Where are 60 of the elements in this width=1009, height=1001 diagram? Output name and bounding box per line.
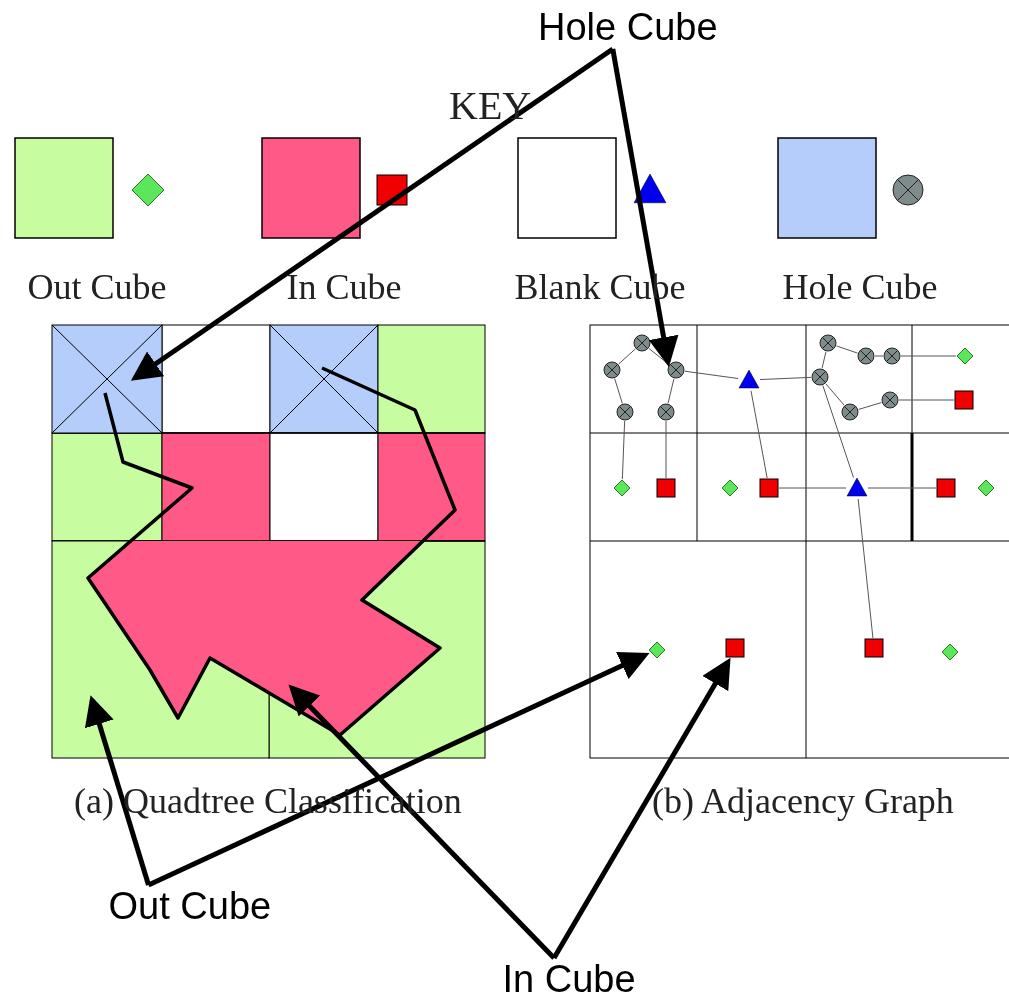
key-heading: KEY [449, 82, 532, 129]
in-node [656, 478, 676, 498]
graph-link [867, 487, 937, 489]
hole-node [857, 347, 875, 365]
out-node [613, 479, 631, 497]
hole-node [633, 334, 651, 352]
graph-link [750, 390, 768, 479]
legend-label: In Cube [286, 266, 402, 308]
hole-node [603, 361, 621, 379]
legend-label: Hole Cube [782, 266, 938, 308]
out-node [941, 643, 959, 661]
arrow [84, 695, 151, 886]
blank-node [846, 477, 868, 497]
callout-label: Hole Cube [538, 6, 718, 49]
hole-node [841, 403, 859, 421]
out-node [721, 479, 739, 497]
in-node [936, 478, 956, 498]
graph-link [667, 378, 675, 404]
out-node [956, 347, 974, 365]
graph-link [822, 385, 854, 479]
graph-link [618, 348, 636, 365]
hole-node [616, 403, 634, 421]
hole-node [811, 368, 829, 386]
graph-link [621, 420, 626, 480]
graph-link [614, 378, 623, 404]
callout-label: In Cube [502, 958, 636, 1001]
hole-node [667, 361, 685, 379]
in-node [725, 638, 745, 658]
in-node [954, 390, 974, 410]
callout-label: Out Cube [108, 885, 272, 928]
graph-link [858, 402, 882, 410]
arrow [130, 46, 615, 381]
graph-link [836, 345, 858, 354]
arrow [288, 684, 556, 960]
legend-label: Out Cube [27, 266, 167, 308]
graph-link [825, 383, 845, 406]
in-node [864, 638, 884, 658]
panel-caption: (b) Adjacency Graph [652, 780, 954, 822]
hole-cell [51, 324, 163, 434]
out-node [648, 641, 666, 659]
graph-link [665, 420, 667, 479]
arrow [551, 657, 731, 960]
in-node [759, 478, 779, 498]
hole-node [883, 347, 901, 365]
graph-link [857, 498, 874, 639]
hole-node [657, 403, 675, 421]
graph-link [759, 376, 812, 381]
in-region [86, 366, 457, 737]
graph-link [778, 487, 847, 489]
graph-link [898, 399, 955, 401]
arrow [147, 651, 650, 888]
blank-node [738, 369, 760, 389]
hole-node [819, 334, 837, 352]
hole-node [881, 391, 899, 409]
arrow [610, 48, 679, 367]
graph-link [684, 370, 739, 379]
out-node [977, 479, 995, 497]
graph-link [821, 351, 827, 369]
graph-link [874, 355, 884, 357]
graph-link [900, 355, 957, 357]
